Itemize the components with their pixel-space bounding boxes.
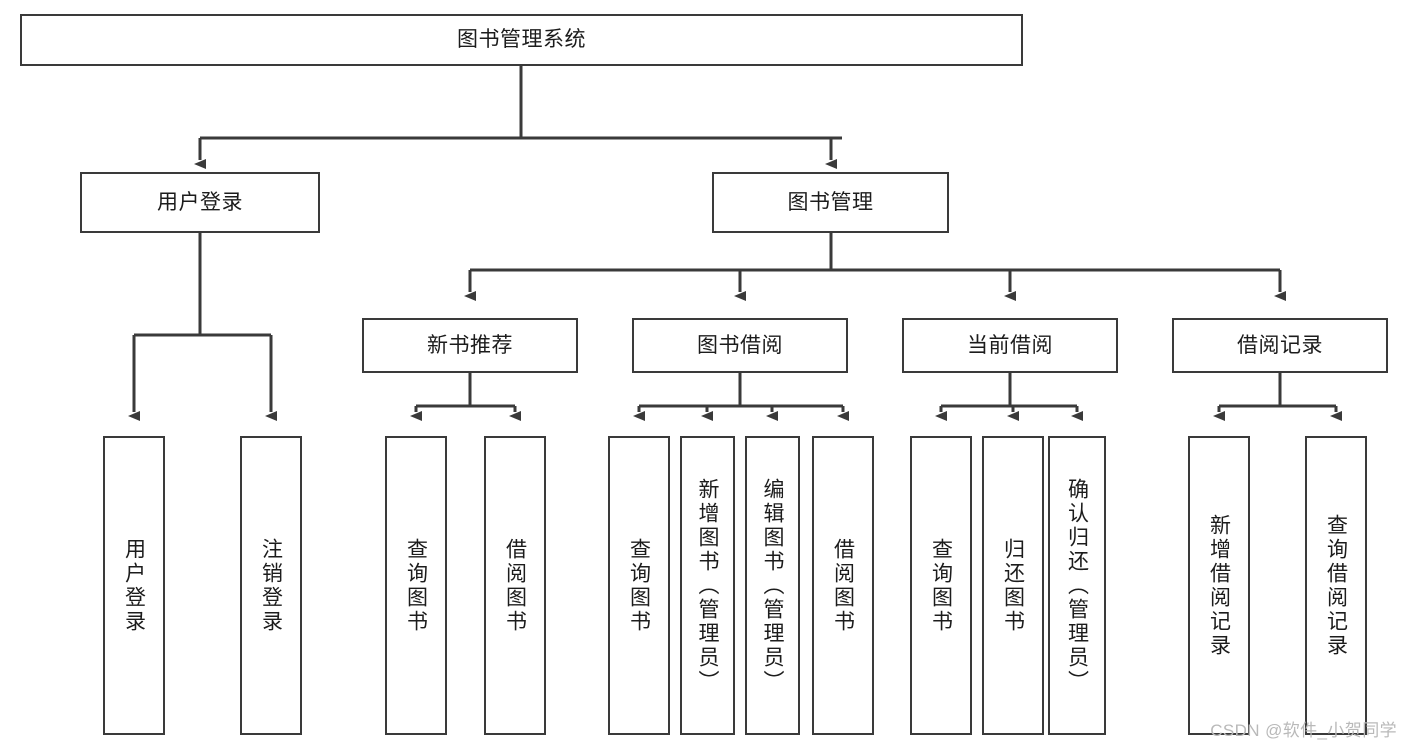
leaf-node[interactable]: 归还图书: [982, 436, 1044, 735]
leaf-node-label: 新增图书（管理员）: [696, 477, 719, 694]
node-root[interactable]: 图书管理系统: [20, 14, 1023, 66]
node-current-borrow-label: 当前借阅: [967, 333, 1053, 357]
leaf-node-label: 确认归还（管理员）: [1065, 477, 1089, 694]
leaf-node[interactable]: 确认归还（管理员）: [1048, 436, 1106, 735]
node-book-management[interactable]: 图书管理: [712, 172, 949, 233]
leaf-node[interactable]: 借阅图书: [812, 436, 874, 735]
leaf-node-label: 借阅图书: [503, 537, 527, 634]
node-book-management-label: 图书管理: [787, 190, 874, 214]
node-current-borrow[interactable]: 当前借阅: [902, 318, 1118, 373]
node-user-login[interactable]: 用户登录: [80, 172, 320, 233]
leaf-node-label: 查询借阅记录: [1324, 513, 1348, 658]
leaf-node-label: 注销登录: [259, 537, 283, 634]
node-root-label: 图书管理系统: [457, 28, 586, 52]
leaf-node[interactable]: 查询借阅记录: [1305, 436, 1367, 735]
node-user-login-label: 用户登录: [157, 190, 243, 214]
leaf-node-label: 查询图书: [929, 537, 953, 634]
leaf-node[interactable]: 查询图书: [608, 436, 670, 735]
node-borrow-record[interactable]: 借阅记录: [1172, 318, 1388, 373]
leaf-node[interactable]: 借阅图书: [484, 436, 546, 735]
leaf-node[interactable]: 新增借阅记录: [1188, 436, 1250, 735]
node-book-borrow[interactable]: 图书借阅: [632, 318, 848, 373]
node-new-book-recommend-label: 新书推荐: [427, 333, 513, 357]
leaf-node[interactable]: 查询图书: [385, 436, 447, 735]
leaf-node-label: 查询图书: [627, 537, 651, 634]
watermark: CSDN @软件_小贺同学: [1210, 721, 1397, 740]
leaf-node-label: 归还图书: [1001, 537, 1025, 634]
leaf-node-label: 查询图书: [404, 537, 428, 634]
leaf-node-label: 借阅图书: [831, 537, 855, 634]
node-book-borrow-label: 图书借阅: [697, 333, 783, 357]
leaf-node-label: 新增借阅记录: [1207, 513, 1231, 658]
leaf-node[interactable]: 注销登录: [240, 436, 302, 735]
leaf-node[interactable]: 编辑图书（管理员）: [745, 436, 800, 735]
leaf-node-label: 用户登录: [122, 537, 146, 634]
leaf-node[interactable]: 新增图书（管理员）: [680, 436, 735, 735]
node-borrow-record-label: 借阅记录: [1237, 333, 1323, 357]
leaf-node-label: 编辑图书（管理员）: [761, 477, 784, 694]
leaf-node[interactable]: 查询图书: [910, 436, 972, 735]
leaf-node[interactable]: 用户登录: [103, 436, 165, 735]
node-new-book-recommend[interactable]: 新书推荐: [362, 318, 578, 373]
